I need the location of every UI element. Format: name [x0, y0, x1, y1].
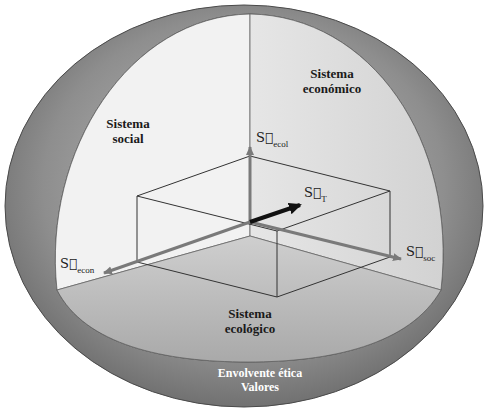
- vector-symbol: S⃗: [406, 244, 423, 260]
- vector-subscript: soc: [423, 253, 435, 263]
- vector-subscript: ecol: [273, 139, 288, 149]
- region-label: Sistema económico: [292, 66, 372, 96]
- envelope-text: Valores: [150, 380, 370, 394]
- vector-symbol: S⃗: [60, 256, 77, 272]
- region-label: Sistema social: [92, 116, 164, 146]
- envelope-text: Envolvente ética: [150, 366, 370, 380]
- vector-symbol: S⃗: [256, 130, 273, 146]
- vector-subscript: econ: [77, 265, 94, 275]
- region-label: Sistema ecológico: [204, 306, 296, 336]
- vector-subscript: T: [321, 194, 327, 204]
- vector-symbol: S⃗: [304, 185, 321, 201]
